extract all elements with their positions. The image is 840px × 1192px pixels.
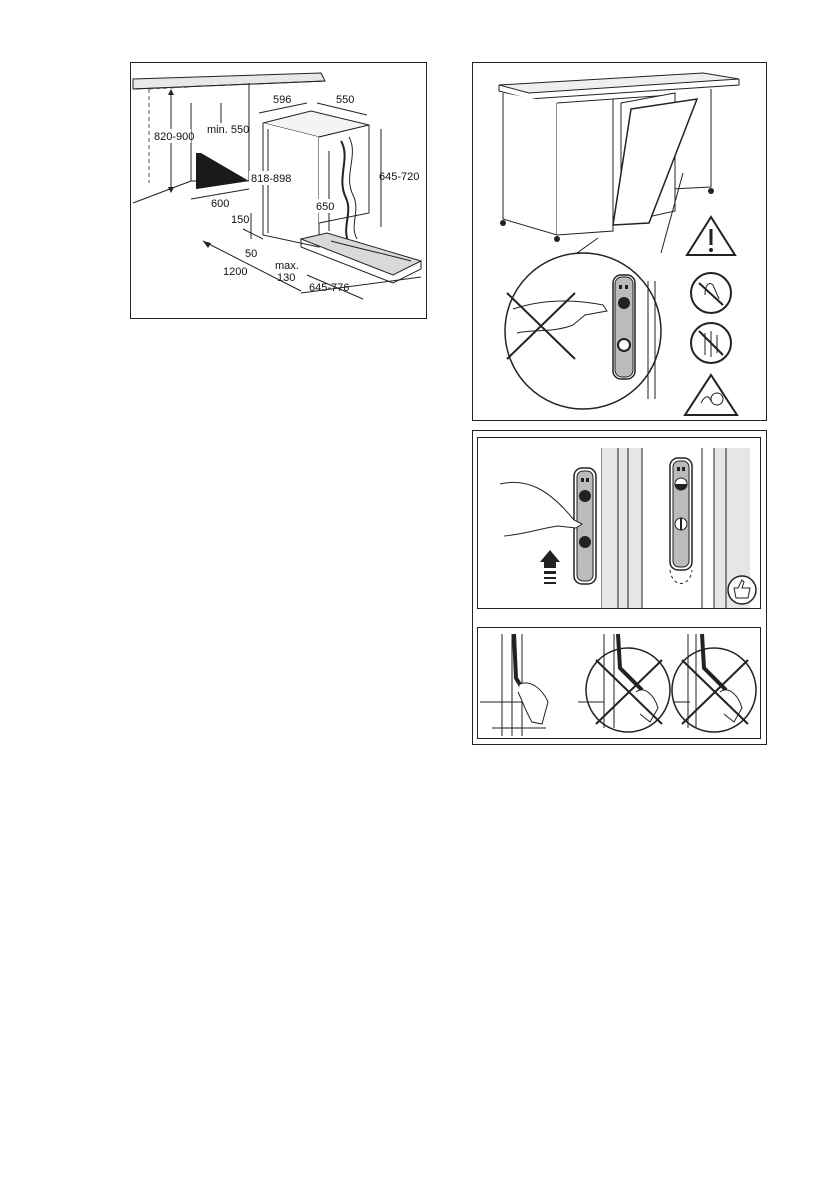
dim-1200: 1200 [223,266,247,278]
dim-596: 596 [273,94,291,106]
button-usage-panel [472,430,767,745]
dim-max: max. [275,260,299,272]
push-button-diagram [478,438,760,608]
push-up-arrow-icon [540,550,560,584]
dim-650: 650 [316,201,334,213]
no-hand-icon [691,323,731,363]
door-warning-panel [472,62,767,421]
dim-600: 600 [211,198,229,210]
hand-crush-warning-icon [685,375,737,415]
warning-triangle-icon [687,217,735,255]
dim-645-720: 645-720 [379,171,419,183]
no-touch-icon [691,273,731,313]
installation-dimensions-diagram: 820-900 min. 550 600 596 550 818-898 645… [131,63,425,317]
push-button-subpanel [477,437,761,609]
door-warning-diagram [473,63,765,419]
installation-dimensions-panel: 820-900 min. 550 600 596 550 818-898 645… [130,62,427,319]
dim-818-898: 818-898 [251,173,291,185]
door-closing-subpanel [477,627,761,739]
door-closing-diagram [478,628,760,738]
thumbs-up-icon [728,576,756,604]
dim-820-900: 820-900 [154,131,194,143]
dim-50: 50 [245,248,257,260]
dim-min-550: min. 550 [207,124,249,136]
dim-150: 150 [231,214,249,226]
dim-550: 550 [336,94,354,106]
dim-645-776: 645-776 [309,282,349,294]
dim-130: 130 [277,272,295,284]
